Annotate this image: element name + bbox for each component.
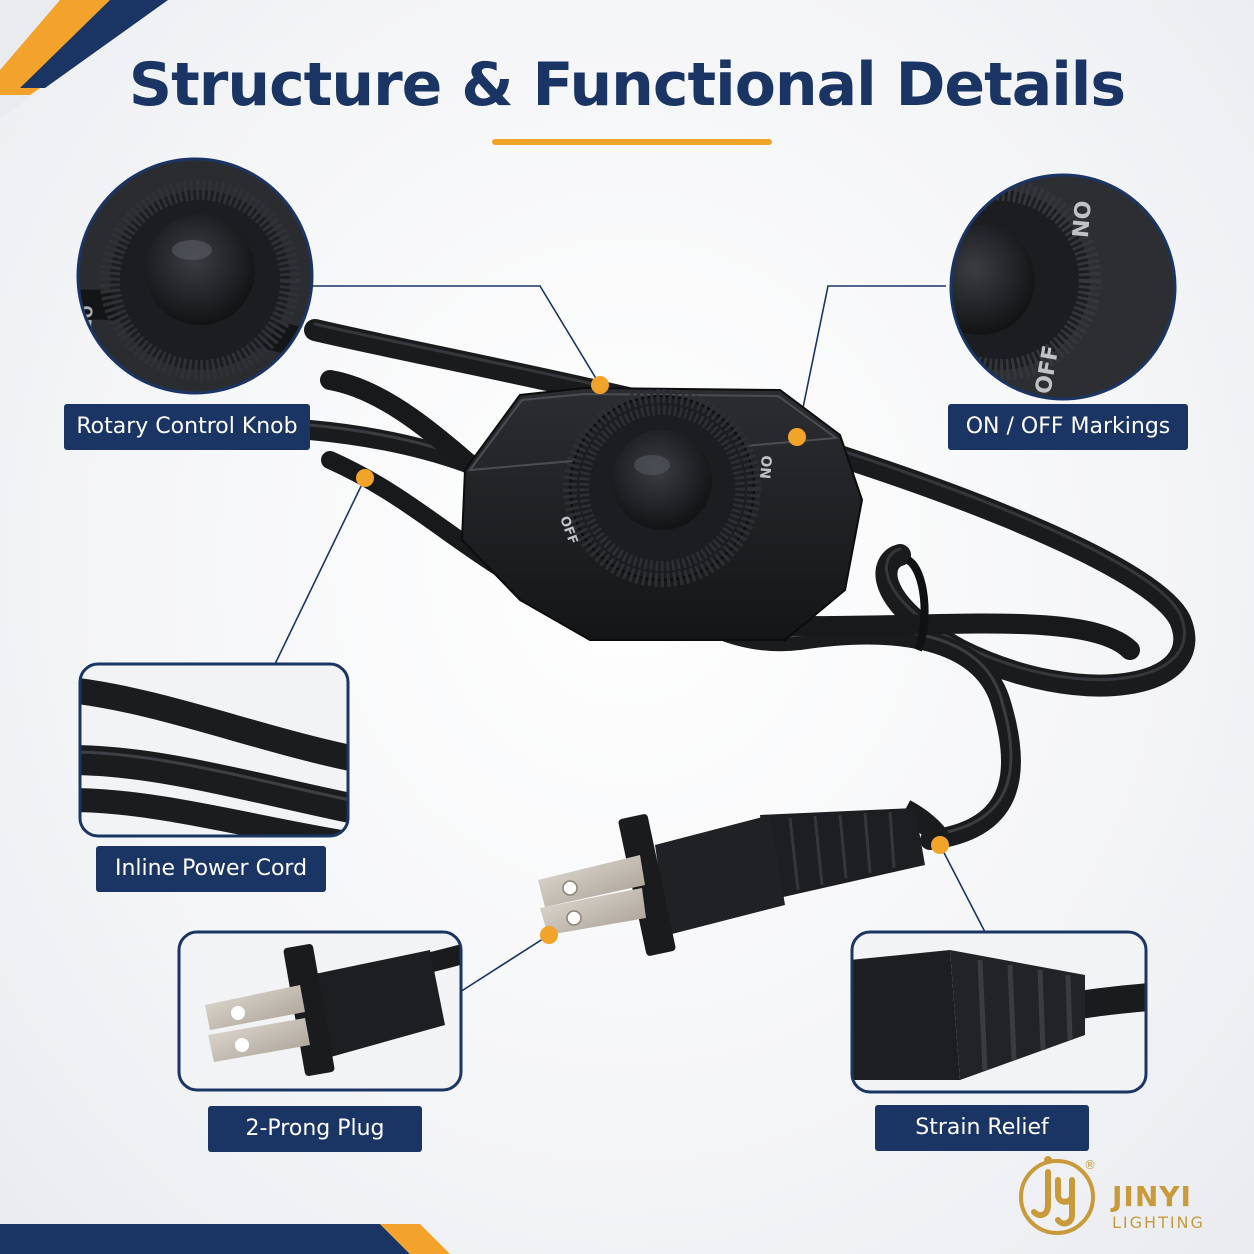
corner-decoration-top-left [0, 0, 168, 118]
label-two-prong-plug: 2-Prong Plug [208, 1106, 422, 1152]
brand-name: JINYI [1112, 1180, 1192, 1213]
switch-on-marking: ON [756, 455, 774, 480]
connector-lines [274, 285, 986, 993]
knob-cap [612, 430, 712, 530]
power-cord-closeup [78, 662, 350, 838]
connector-dots [356, 376, 949, 944]
label-strain-relief: Strain Relief [875, 1105, 1089, 1151]
strain-relief-closeup [850, 930, 1148, 1094]
brand-logo-icon [1019, 1156, 1095, 1235]
brand-logo: ® JINYI LIGHTING [1020, 1158, 1220, 1238]
closeup-on-marking: ON [1066, 199, 1094, 238]
title-underline [492, 139, 772, 145]
brand-subtitle: LIGHTING [1112, 1213, 1205, 1232]
rotary-knob-closeup: OFF [76, 157, 314, 395]
label-inline-power-cord: Inline Power Cord [96, 846, 326, 892]
cable-tie [905, 556, 929, 652]
brand-registered: ® [1084, 1158, 1096, 1172]
corner-decoration-bottom [0, 1224, 450, 1254]
dimmer-switch: ON OFF [460, 386, 864, 641]
on-off-markings-closeup: ON OFF [949, 173, 1177, 401]
page-title: Structure & Functional Details [128, 50, 1126, 120]
two-prong-plug-closeup [177, 930, 463, 1092]
label-on-off-markings: ON / OFF Markings [948, 404, 1188, 450]
main-plug [538, 800, 950, 956]
label-rotary-control-knob: Rotary Control Knob [64, 404, 310, 450]
